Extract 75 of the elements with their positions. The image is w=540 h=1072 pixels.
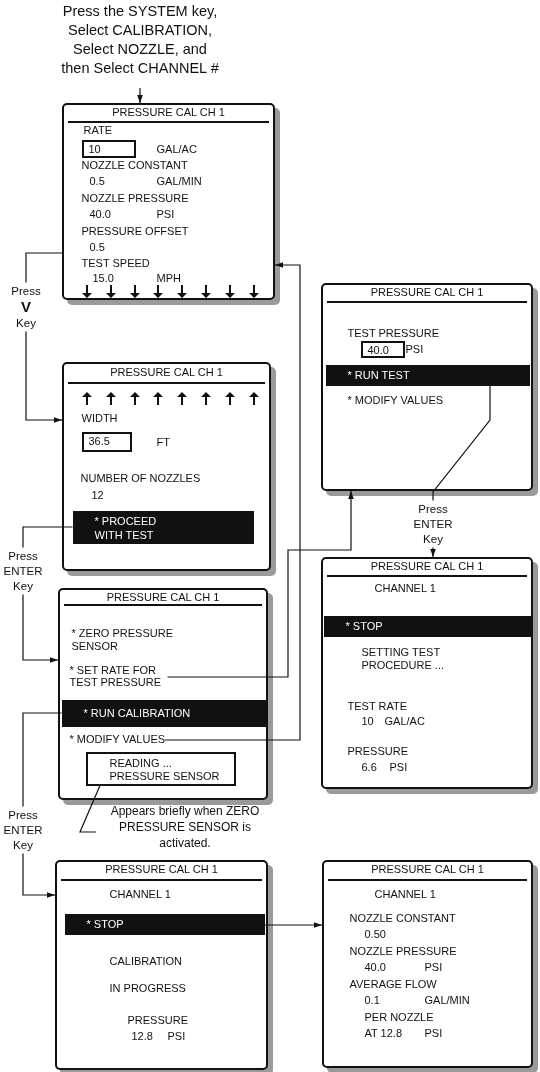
screen-text: RATE [83, 123, 113, 137]
screen-text: GAL/MIN [156, 174, 202, 188]
edge-label: Press ENTER Key [413, 500, 453, 548]
screen-text: TEST SPEED [81, 256, 150, 270]
screen-text: TEST RATE [347, 699, 407, 713]
arrow [164, 262, 301, 741]
screen-text: 15.0 [92, 271, 114, 285]
screen-text: NOZZLE PRESSURE [349, 944, 457, 958]
screen-title: PRESSURE CAL CH 1 [104, 862, 219, 876]
screen-text: PRESSURE OFFSET [81, 224, 189, 238]
menu-item: * MODIFY VALUES [69, 732, 166, 747]
screen-text: PER NOZZLE [364, 1010, 434, 1024]
screen-text: * MODIFY VALUES [347, 393, 444, 407]
screen-text: 12 [91, 488, 104, 502]
screen-text: GAL/AC [384, 714, 425, 728]
edge-label: Press ENTER Key [3, 547, 43, 595]
screen-text: 0.5 [89, 174, 105, 188]
screen-text: AVERAGE FLOW [349, 977, 437, 991]
screen-text: NUMBER OF NOZZLES [80, 471, 201, 485]
screen-text: CHANNEL 1 [109, 887, 171, 901]
message-box: READING ... PRESSURE SENSOR [85, 751, 236, 786]
menu-item: * SET RATE FOR TEST PRESSURE [69, 663, 168, 690]
screen-text: 40.0 [89, 207, 111, 221]
screen-text: CHANNEL 1 [374, 887, 436, 901]
edge-label: Press ENTER Key [3, 806, 43, 854]
arrow [137, 87, 143, 104]
screen-text: IN PROGRESS [109, 981, 186, 995]
arrow [263, 922, 323, 928]
screen-text: PSI [389, 760, 408, 774]
screen-text: PRESSURE [127, 1013, 189, 1027]
screen-text: * ZERO PRESSURE SENSOR [71, 626, 174, 653]
screen-text: NOZZLE CONSTANT [349, 911, 456, 925]
screen-text: PSI [167, 1029, 186, 1043]
highlighted-menu-item: * RUN TEST [325, 364, 530, 386]
screen-text: 0.1 [364, 993, 380, 1007]
value-field: 10 [81, 139, 136, 158]
screen-text: PRESSURE [347, 744, 409, 758]
edge-label: Press V Key [11, 282, 41, 332]
screen-text: WIDTH [81, 411, 118, 425]
screen-text: NOZZLE PRESSURE [81, 191, 189, 205]
screen-text: FT [156, 435, 170, 449]
screen-text: SETTING TEST PROCEDURE ... [361, 645, 445, 672]
screen-text: 6.6 [361, 760, 377, 774]
screen-text: AT 12.8 [364, 1026, 402, 1040]
screen-text: 12.8 [131, 1029, 153, 1043]
highlighted-menu-item: * RUN CALIBRATION [61, 699, 266, 727]
screen-text: CHANNEL 1 [374, 581, 436, 595]
screen-title: PRESSURE CAL CH 1 [105, 590, 221, 604]
screen-text: PSI [156, 207, 175, 221]
highlighted-menu-item: * PROCEED WITH TEST [72, 510, 254, 544]
screen-text: PSI [424, 1026, 443, 1040]
screen-title: PRESSURE CAL CH 1 [370, 862, 485, 876]
screen-title: PRESSURE CAL CH 1 [369, 285, 485, 299]
arrow [166, 490, 354, 678]
highlighted-menu-item: * STOP [64, 913, 265, 935]
screen-text: PSI [405, 342, 424, 356]
screen-text: PSI [424, 960, 443, 974]
screen-text: 40.0 [364, 960, 386, 974]
value-field: 36.5 [81, 431, 132, 452]
screen-text: 0.5 [89, 240, 105, 254]
screen-title: PRESSURE CAL CH 1 [109, 365, 224, 379]
highlighted-menu-item: * STOP [323, 615, 531, 637]
screen-title: PRESSURE CAL CH 1 [369, 559, 485, 573]
instruction-text: Press the SYSTEM key, Select CALIBRATION, Select NOZZLE, and then Select CHANNEL # [57, 2, 223, 88]
screen-text: GAL/AC [156, 142, 197, 156]
screen-title: PRESSURE CAL CH 1 [111, 105, 226, 119]
note-text: Appears briefly when ZERO PRESSURE SENSOR is activated. [96, 803, 274, 853]
value-field: 40.0 [360, 340, 405, 358]
screen-text: NOZZLE CONSTANT [81, 158, 188, 172]
screen-text: MPH [156, 271, 181, 285]
screen-text: 10 [361, 714, 374, 728]
screen-text: 0.50 [364, 927, 386, 941]
screen-text: GAL/MIN [424, 993, 470, 1007]
screen-text: CALIBRATION [109, 954, 183, 968]
screen-text: TEST PRESSURE [347, 326, 439, 340]
